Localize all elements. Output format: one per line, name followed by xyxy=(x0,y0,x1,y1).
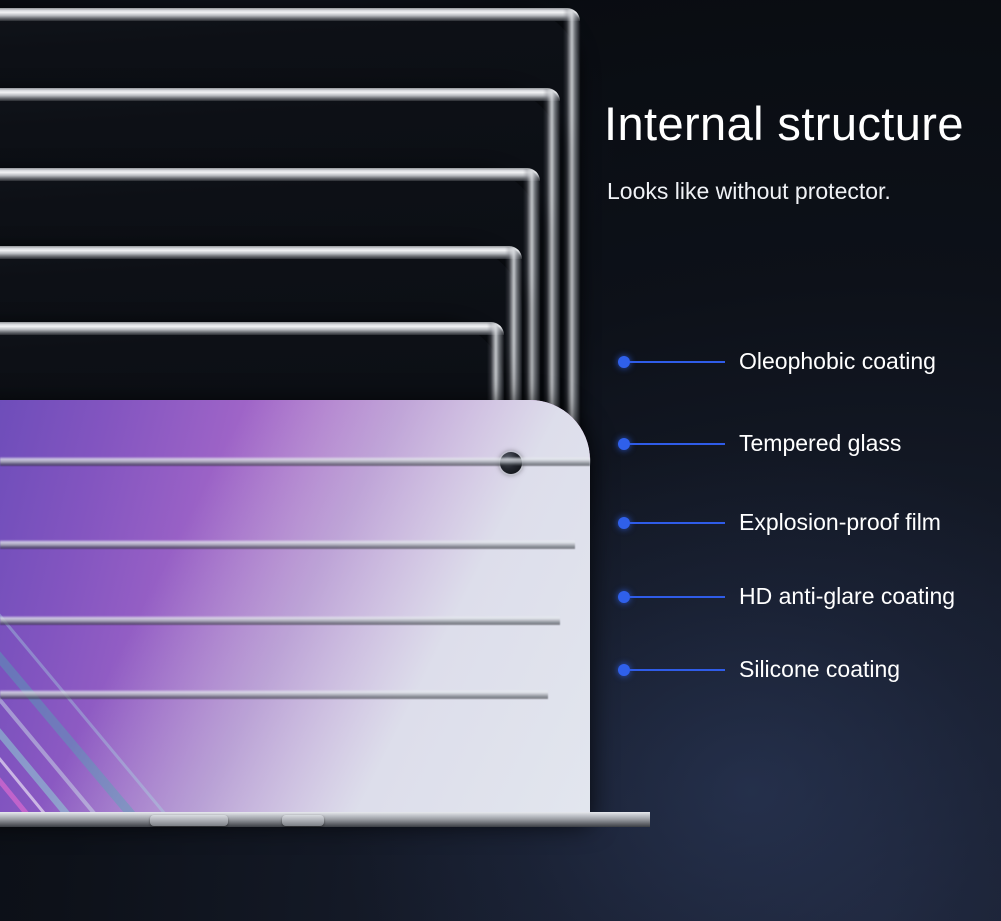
callout-explosion-proof-film: Explosion-proof film xyxy=(618,509,941,536)
callout-dot-icon xyxy=(618,663,630,676)
callout-leader-line xyxy=(629,521,725,524)
page-subtitle: Looks like without protector. xyxy=(607,178,891,204)
callout-leader-line xyxy=(629,360,725,363)
callout-dot-icon xyxy=(618,437,630,450)
layer-seam xyxy=(0,616,560,625)
callout-label: Tempered glass xyxy=(739,430,902,456)
phone-port xyxy=(150,815,228,826)
callout-label: Oleophobic coating xyxy=(739,348,936,374)
callout-leader-line xyxy=(629,595,725,598)
callout-silicone-coating: Silicone coating xyxy=(618,656,900,683)
callout-label: Silicone coating xyxy=(739,656,901,682)
callout-leader-line xyxy=(629,442,725,445)
callout-label: Explosion-proof film xyxy=(739,509,941,535)
callout-oleophobic-coating: Oleophobic coating xyxy=(618,348,936,375)
phone-screen: Never settle xyxy=(0,400,590,820)
callout-dot-icon xyxy=(618,516,630,529)
callout-leader-line xyxy=(629,668,725,671)
phone-port xyxy=(282,815,324,826)
callout-dot-icon xyxy=(618,590,630,603)
phone-device: Never settle xyxy=(0,400,590,820)
layer-seam xyxy=(0,690,548,699)
page-title: Internal structure xyxy=(604,97,964,150)
callout-tempered-glass: Tempered glass xyxy=(618,430,901,457)
callout-label: HD anti-glare coating xyxy=(739,583,956,609)
layer-seam xyxy=(0,540,575,549)
callout-hd-anti-glare-coating: HD anti-glare coating xyxy=(618,583,955,610)
callout-dot-icon xyxy=(618,355,630,368)
phone-bottom-frame xyxy=(0,812,650,827)
layer-seam xyxy=(0,457,590,466)
